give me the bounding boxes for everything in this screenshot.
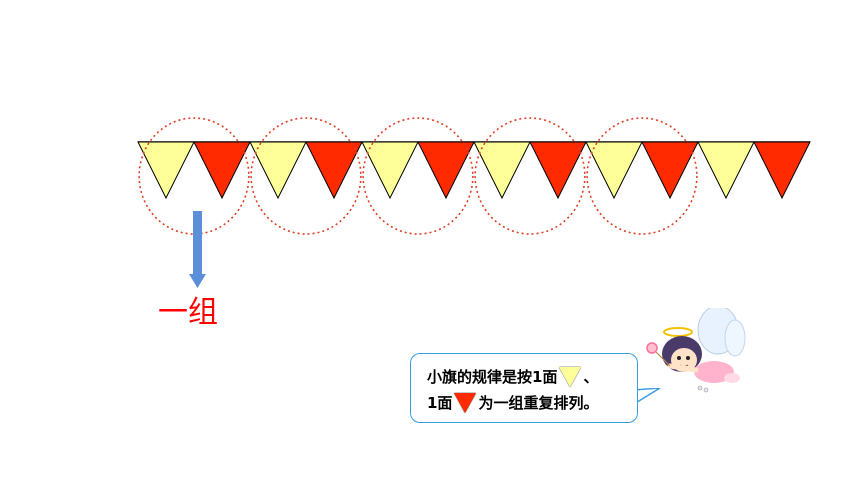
red-flag <box>529 141 587 200</box>
yellow-flag-icon <box>559 366 582 387</box>
bubble-line-1-text: 小旗的规律是按1面 <box>427 368 558 386</box>
yellow-flag <box>137 141 195 200</box>
red-flag <box>193 141 251 200</box>
yellow-flag <box>473 141 531 200</box>
group-circle <box>474 117 586 235</box>
group-label: 一组 <box>158 295 218 330</box>
speech-bubble: 小旗的规律是按1面 、 1面 为一组重复排列。 <box>410 353 638 423</box>
bubble-line-2-text: 为一组重复排列。 <box>478 394 599 412</box>
red-flag <box>753 141 811 200</box>
red-flag-icon <box>454 392 477 413</box>
yellow-flag <box>249 141 307 200</box>
red-flag <box>417 141 475 200</box>
bubble-line-2: 1面 为一组重复排列。 <box>427 392 598 413</box>
arrow-icon <box>189 211 206 288</box>
angel-girl-icon <box>646 308 746 393</box>
yellow-flag <box>697 141 755 200</box>
yellow-flag <box>361 141 419 200</box>
yellow-flag <box>585 141 643 200</box>
red-flag <box>305 141 363 200</box>
bunting-flags <box>137 141 811 200</box>
group-circles <box>138 117 698 235</box>
red-flag <box>641 141 699 200</box>
group-circle <box>250 117 362 235</box>
bubble-tail <box>634 388 661 405</box>
group-circle <box>362 117 474 235</box>
bubble-line-1-suffix: 、 <box>583 368 599 386</box>
group-circle <box>138 117 250 235</box>
bubble-line-2-prefix: 1面 <box>427 394 453 412</box>
bubble-line-1: 小旗的规律是按1面 、 <box>427 366 598 387</box>
group-circle <box>586 117 698 235</box>
